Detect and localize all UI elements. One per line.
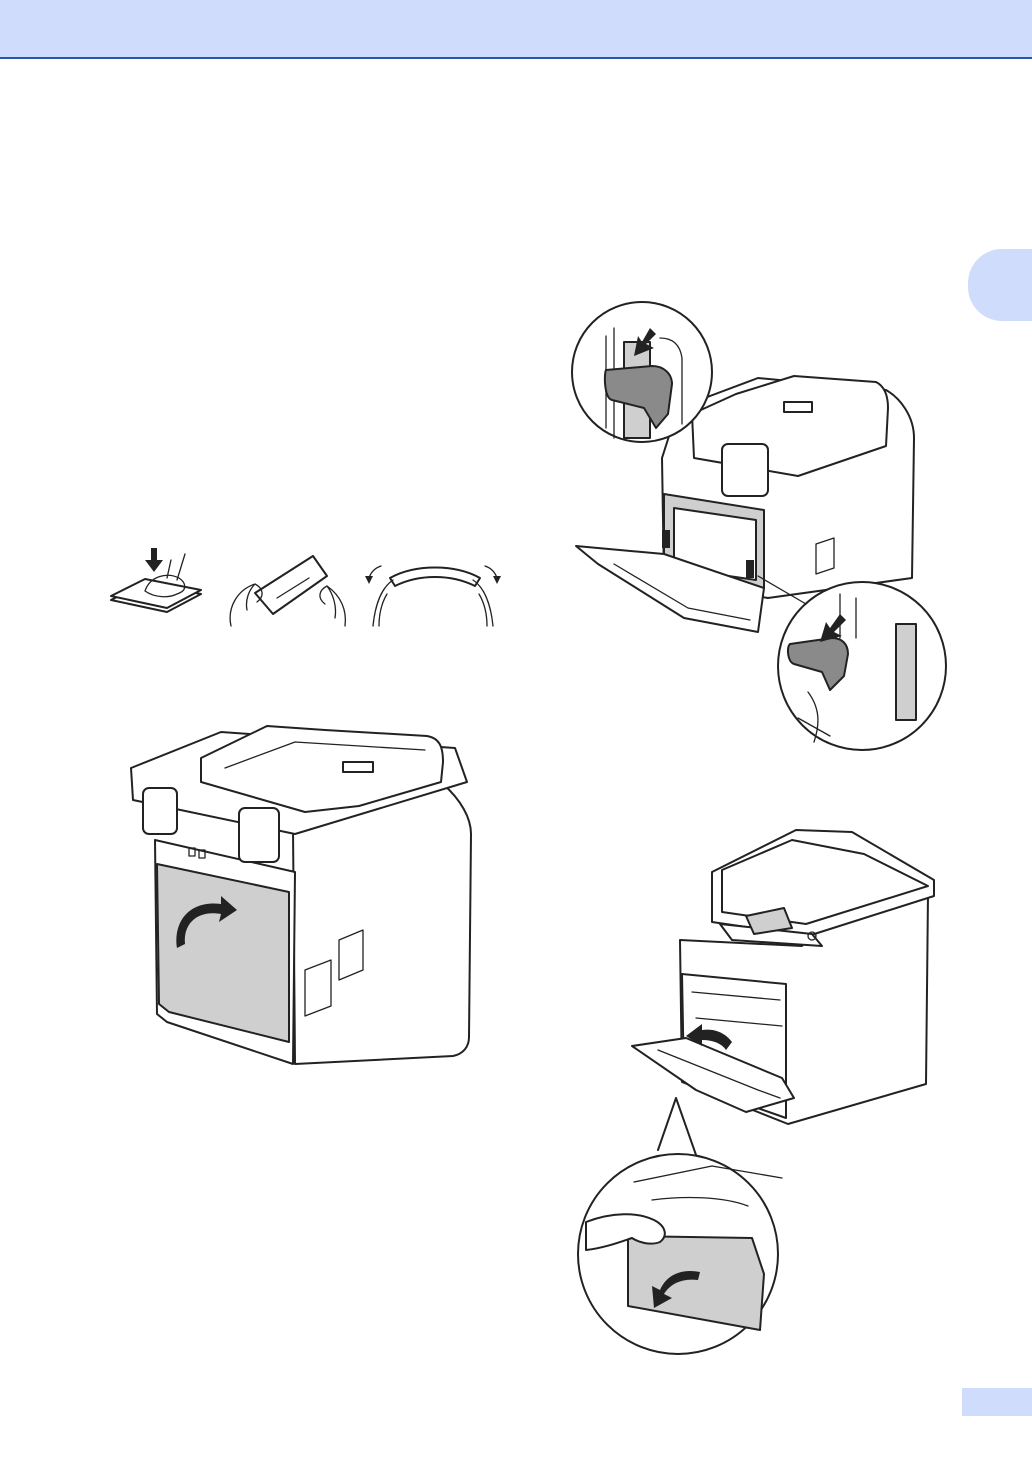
header-band [0, 0, 1032, 59]
manual-feed-illustration [572, 828, 942, 1343]
press-edges-figure [230, 556, 345, 626]
green-levers-illustration [568, 298, 943, 758]
chapter-tab [968, 249, 1032, 321]
flatten-curl-figure [365, 566, 501, 626]
back-cover-illustration [125, 722, 475, 1067]
page-number-tab [962, 1388, 1032, 1416]
envelope-prep-illustration [105, 548, 505, 633]
press-flat-figure [111, 548, 201, 612]
